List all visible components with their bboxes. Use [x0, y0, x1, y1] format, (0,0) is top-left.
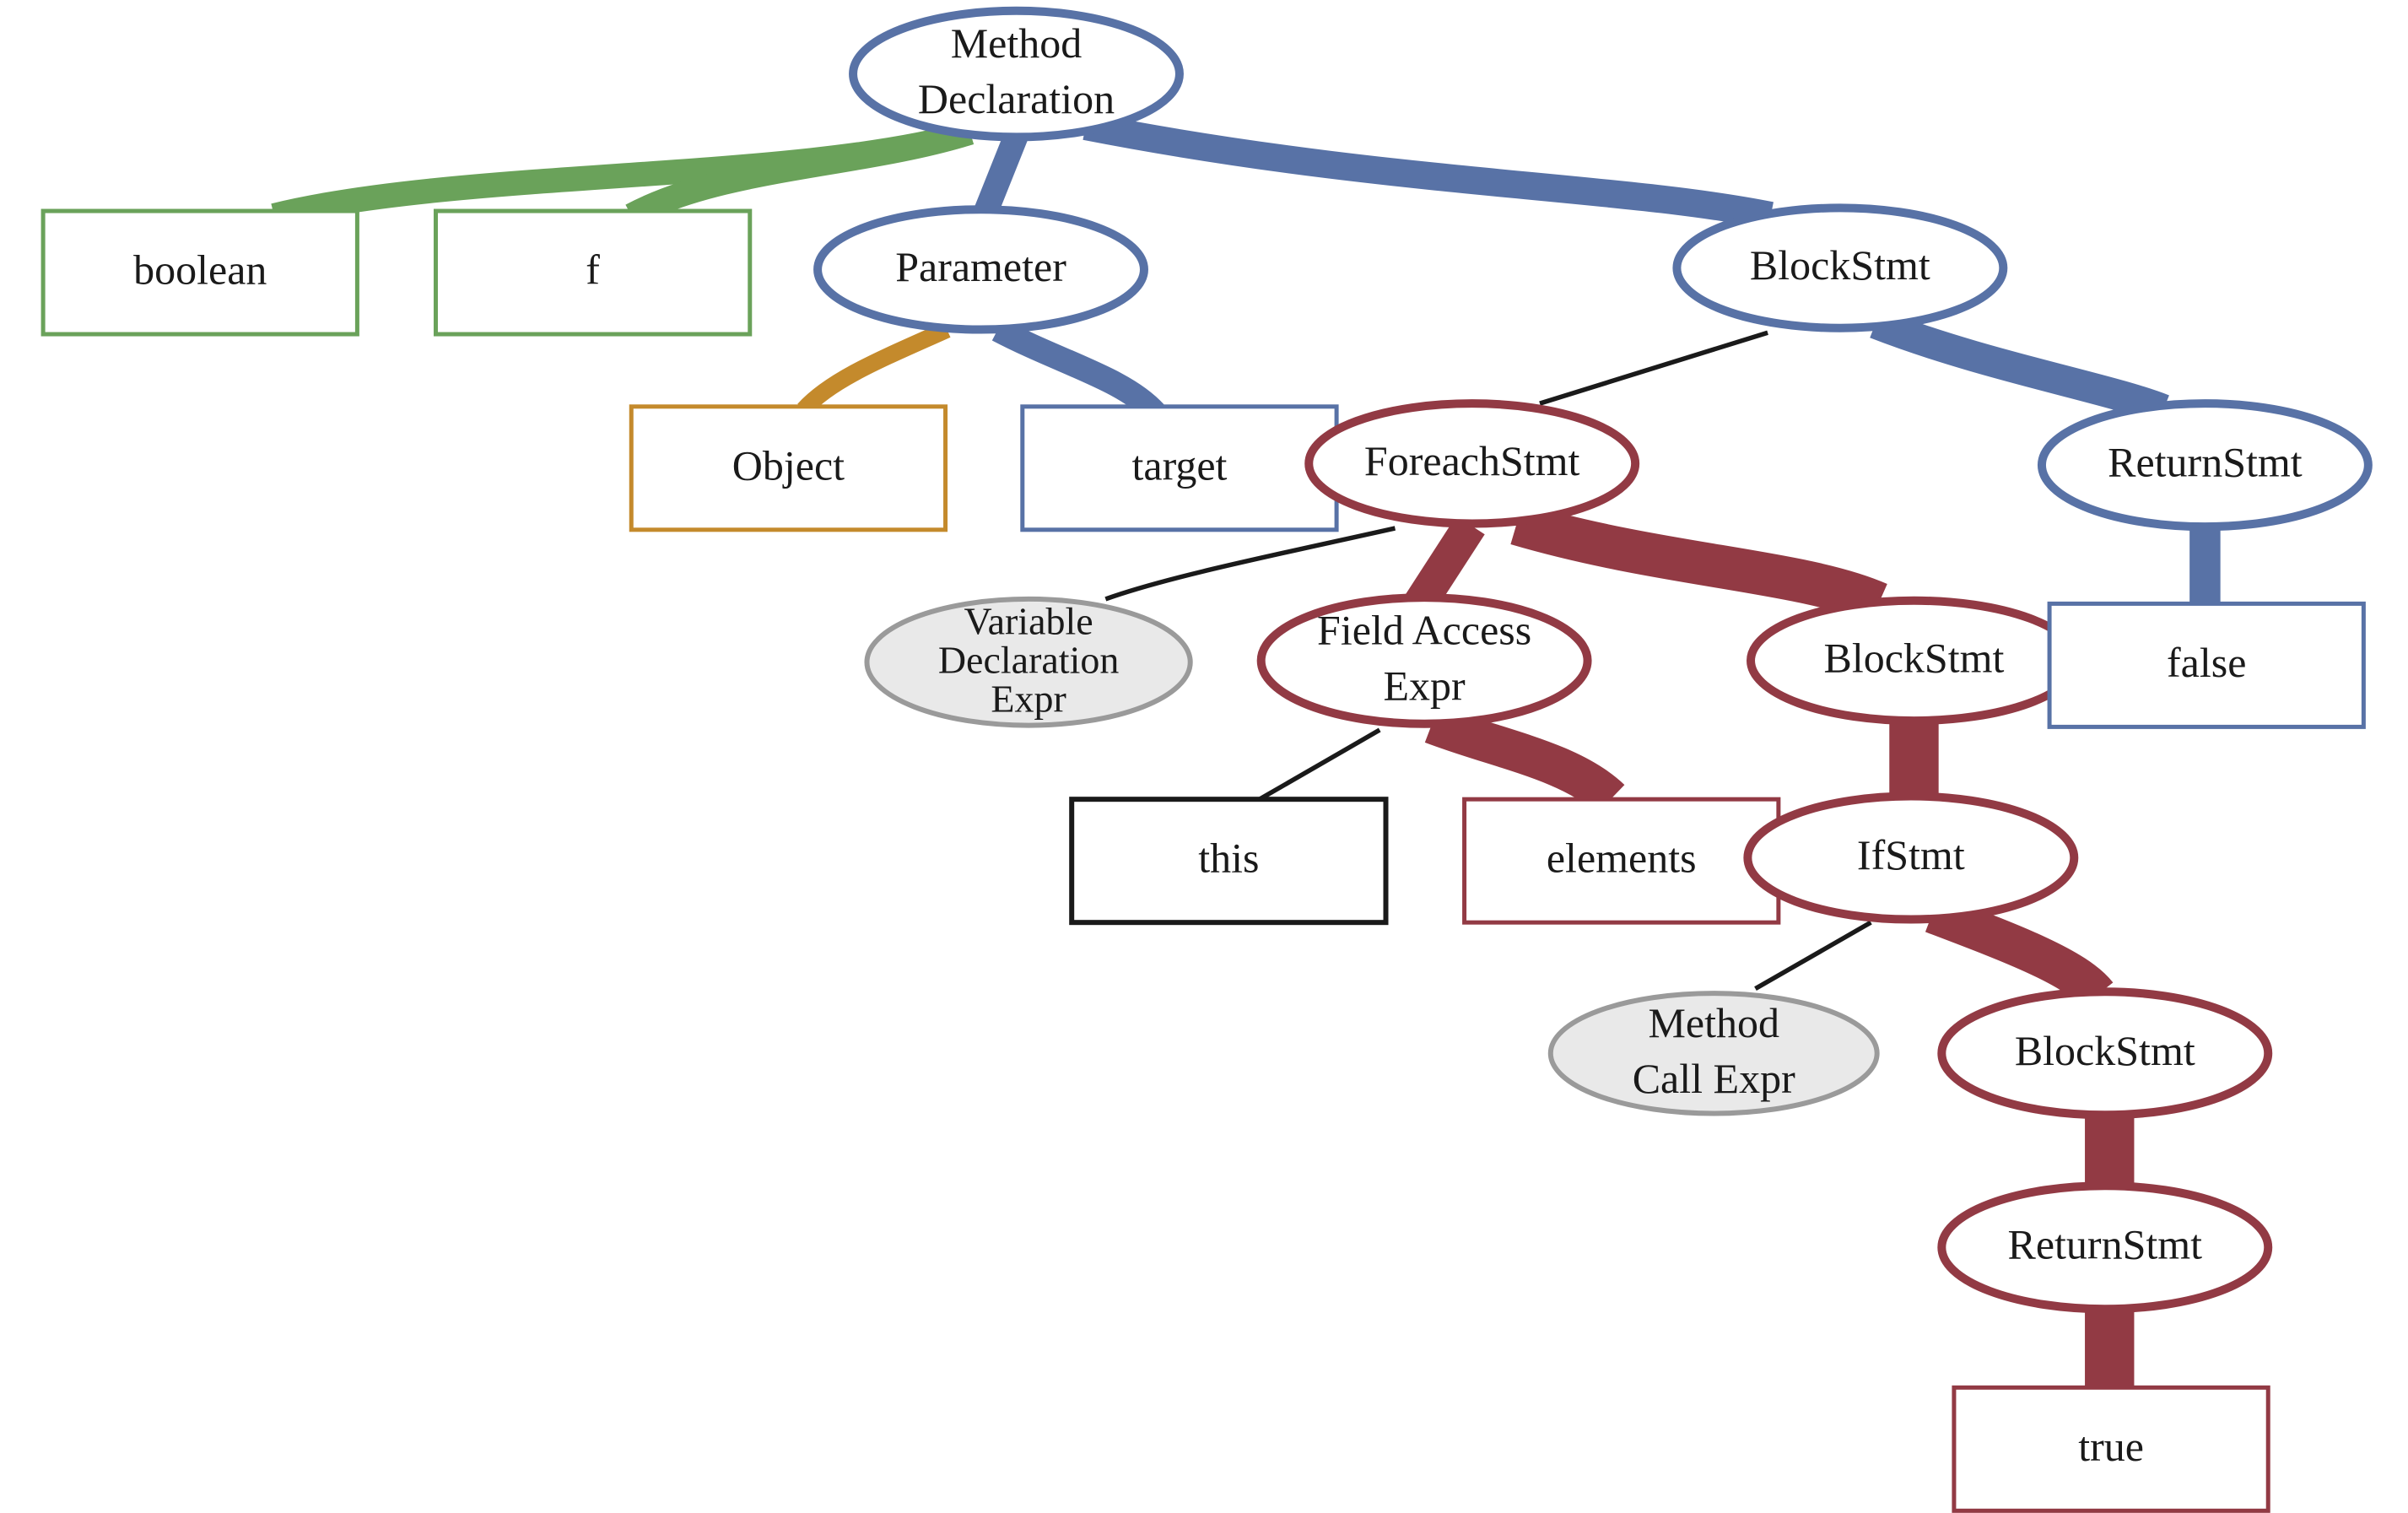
edge-parameter-object [797, 322, 951, 416]
node-box [1069, 797, 1389, 926]
node-label: this [1198, 835, 1259, 882]
node-box [629, 404, 948, 532]
node-f: f [433, 208, 753, 337]
node-label: Parameter [895, 243, 1066, 290]
node-label: Method [1648, 999, 1779, 1046]
node-ellipse [864, 596, 1193, 728]
node-elements: elements [1462, 797, 1781, 925]
node-label: Expr [1384, 662, 1466, 709]
node-returnstmt-top: ReturnStmt [2037, 399, 2373, 532]
node-label: f [586, 246, 600, 293]
node-false: false [2047, 601, 2366, 729]
node-blockstmt-top: BlockStmt [1672, 203, 2008, 332]
node-label: Call Expr [1633, 1055, 1795, 1102]
edge-foreachstmt-field-access-expr [1405, 516, 1485, 613]
node-label: true [2078, 1423, 2144, 1470]
node-label: Variable [964, 599, 1093, 642]
node-returnstmt-low: ReturnStmt [1937, 1181, 2273, 1314]
node-box [433, 208, 753, 337]
edge-parameter-target [991, 318, 1164, 422]
node-ellipse [1256, 593, 1592, 728]
node-box [1020, 404, 1339, 532]
node-box [1952, 1385, 2270, 1513]
node-label: Declaration [918, 75, 1115, 122]
node-label: BlockStmt [2015, 1027, 2195, 1074]
edge-blockstmt-foreachstmt [1539, 330, 1768, 406]
node-label: target [1131, 441, 1227, 489]
node-ellipse [2037, 399, 2373, 532]
node-box [40, 208, 359, 337]
node-label: Method [951, 19, 1083, 67]
node-label: false [2167, 639, 2246, 686]
node-ellipse [1937, 987, 2273, 1120]
edge-method-declaration-blockstmt [1083, 112, 1774, 230]
node-ellipse [1937, 1181, 2273, 1314]
edge-field-access-expr-this [1258, 727, 1381, 802]
edge-foreachstmt-variable-declaration-expr [1104, 526, 1396, 602]
node-ellipse [813, 205, 1148, 334]
node-ellipse [1304, 399, 1640, 528]
node-label: Expr [991, 677, 1066, 720]
node-blockstmt-low: BlockStmt [1937, 987, 2273, 1120]
edge-ifstmt-blockstmt [1925, 894, 2114, 1008]
node-label: IfStmt [1857, 831, 1965, 878]
node-ifstmt: IfStmt [1743, 792, 2079, 924]
node-ellipse [1672, 203, 2008, 332]
node-parameter: Parameter [813, 205, 1148, 334]
node-label: Field Access [1317, 606, 1531, 653]
node-label: ForeachStmt [1364, 437, 1580, 484]
node-label: Declaration [938, 638, 1120, 681]
node-label: BlockStmt [1750, 241, 1930, 289]
edge-blockstmt-returnstmt [1870, 309, 2169, 424]
node-label: ReturnStmt [2108, 439, 2303, 486]
node-target: target [1020, 404, 1339, 532]
edge-method-declaration-parameter [974, 131, 1029, 218]
node-label: BlockStmt [1824, 634, 2005, 681]
node-label: Object [732, 441, 845, 489]
node-object: Object [629, 404, 948, 532]
node-ellipse [1547, 991, 1880, 1116]
node-ellipse [1743, 792, 2079, 924]
node-ellipse [849, 6, 1184, 142]
node-blockstmt-mid: BlockStmt [1747, 596, 2081, 726]
node-this: this [1069, 797, 1389, 926]
edges [271, 112, 2221, 1390]
edge-ifstmt-method-call-expr [1754, 920, 1872, 992]
node-box [2047, 601, 2366, 729]
node-label: boolean [133, 246, 267, 293]
edge-field-access-expr-elements [1424, 705, 1625, 814]
node-true: true [1952, 1385, 2270, 1513]
node-label: ReturnStmt [2007, 1221, 2202, 1268]
node-foreachstmt: ForeachStmt [1304, 399, 1640, 528]
edge-foreachstmt-blockstmt [1510, 502, 1887, 624]
node-label: elements [1547, 835, 1697, 882]
edge-method-declaration-f [625, 121, 975, 227]
node-boolean: boolean [40, 208, 359, 337]
